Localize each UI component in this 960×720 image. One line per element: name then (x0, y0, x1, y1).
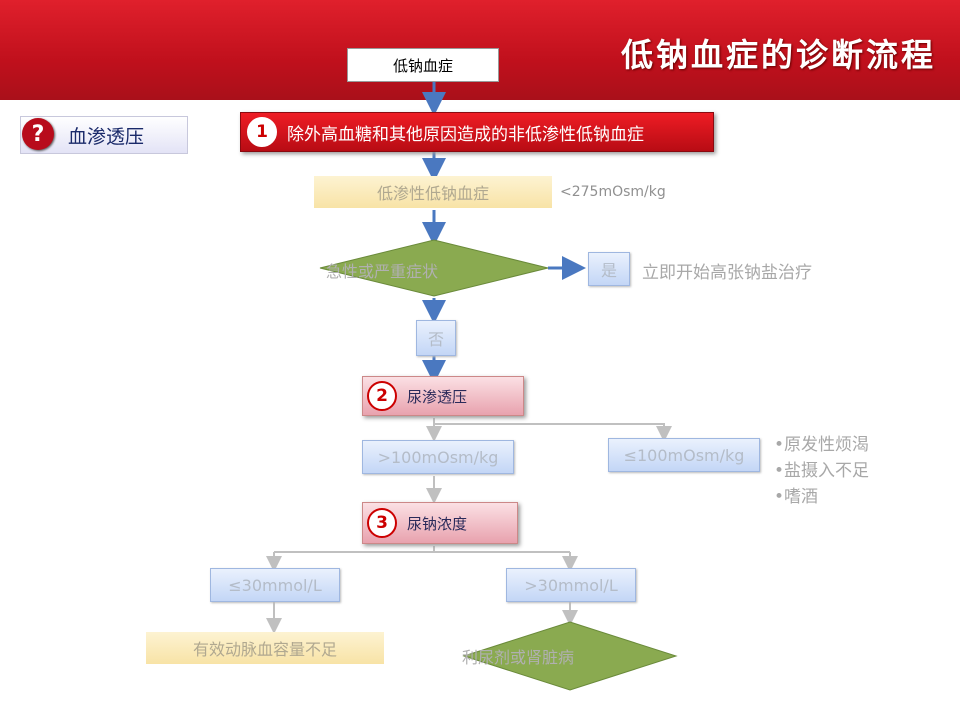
start-node: 低钠血症 (347, 48, 499, 82)
yes-box: 是 (588, 252, 630, 286)
header-divider (0, 100, 960, 106)
low-osm-causes: •原发性烦渴 •盐摄入不足 •嗜酒 (774, 432, 869, 510)
hypo-note: <275mOsm/kg (560, 184, 666, 200)
step2-text: 尿渗透压 (407, 387, 468, 406)
urine-na-high-box: >30mmol/L (506, 568, 636, 602)
low-na-result: 有效动脉血容量不足 (146, 632, 384, 664)
step2-number: 2 (367, 381, 397, 411)
step2-box: 2 尿渗透压 (362, 376, 524, 416)
step1-box: 1 除外高血糖和其他原因造成的非低渗性低钠血症 (240, 112, 714, 152)
cause-item: •盐摄入不足 (774, 461, 870, 481)
question-icon: ? (22, 118, 54, 150)
cause-item: •原发性烦渴 (774, 435, 870, 455)
step1-text: 除外高血糖和其他原因造成的非低渗性低钠血症 (287, 124, 644, 145)
step3-number: 3 (367, 508, 397, 538)
urine-osm-high-box: >100mOsm/kg (362, 440, 514, 474)
high-na-result: 利尿剂或肾脏病 (462, 648, 575, 667)
no-box: 否 (416, 320, 456, 356)
acute-label: 急性或严重症状 (326, 262, 439, 281)
step1-number: 1 (247, 117, 277, 147)
hypo-box: 低渗性低钠血症 (314, 176, 552, 208)
question-label: 血渗透压 (68, 126, 145, 148)
cause-item: •嗜酒 (774, 487, 819, 507)
yes-action: 立即开始高张钠盐治疗 (642, 263, 812, 283)
acute-diamond (319, 239, 549, 297)
urine-osm-low-box: ≤100mOsm/kg (608, 438, 760, 472)
arrow-step2-low (434, 423, 672, 442)
step3-box: 3 尿钠浓度 (362, 502, 518, 544)
page-title: 低钠血症的诊断流程 (620, 36, 936, 74)
urine-na-low-box: ≤30mmol/L (210, 568, 340, 602)
step3-text: 尿钠浓度 (407, 514, 468, 533)
cause-diamond (462, 621, 678, 691)
